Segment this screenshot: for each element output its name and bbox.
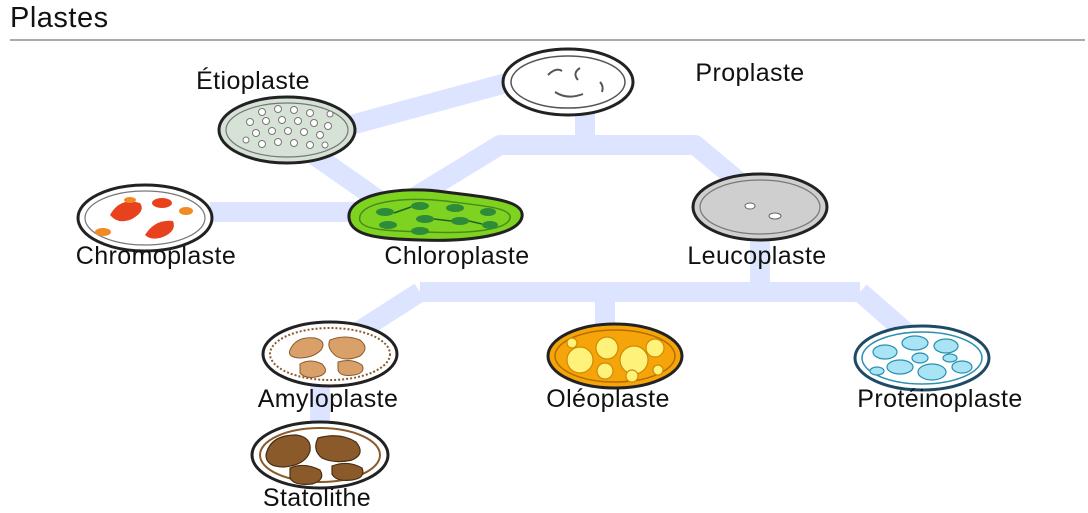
connector-proplaste-etioplaste — [340, 82, 510, 128]
chloroplaste-label: Chloroplaste — [384, 242, 529, 271]
proplaste-organelle — [503, 49, 633, 115]
chloroplaste-organelle — [349, 190, 522, 240]
leucoplaste-label: Leucoplaste — [687, 242, 826, 271]
amyloplaste-organelle — [263, 322, 397, 386]
amyloplaste-label: Amyloplaste — [258, 385, 399, 414]
etioplaste-label: Étioplaste — [196, 67, 310, 96]
proteinoplaste-organelle — [855, 326, 989, 390]
etioplaste-organelle — [219, 97, 355, 163]
leucoplaste-organelle — [693, 174, 827, 240]
proteinoplaste-label: Protéinoplaste — [857, 385, 1022, 414]
statolithe-organelle — [252, 422, 388, 488]
statolithe-label: Statolithe — [263, 484, 371, 513]
chromoplaste-label: Chromoplaste — [76, 242, 236, 271]
proplaste-label: Proplaste — [695, 59, 804, 88]
oleoplaste-label: Oléoplaste — [546, 385, 670, 414]
oleoplaste-organelle — [548, 324, 682, 388]
